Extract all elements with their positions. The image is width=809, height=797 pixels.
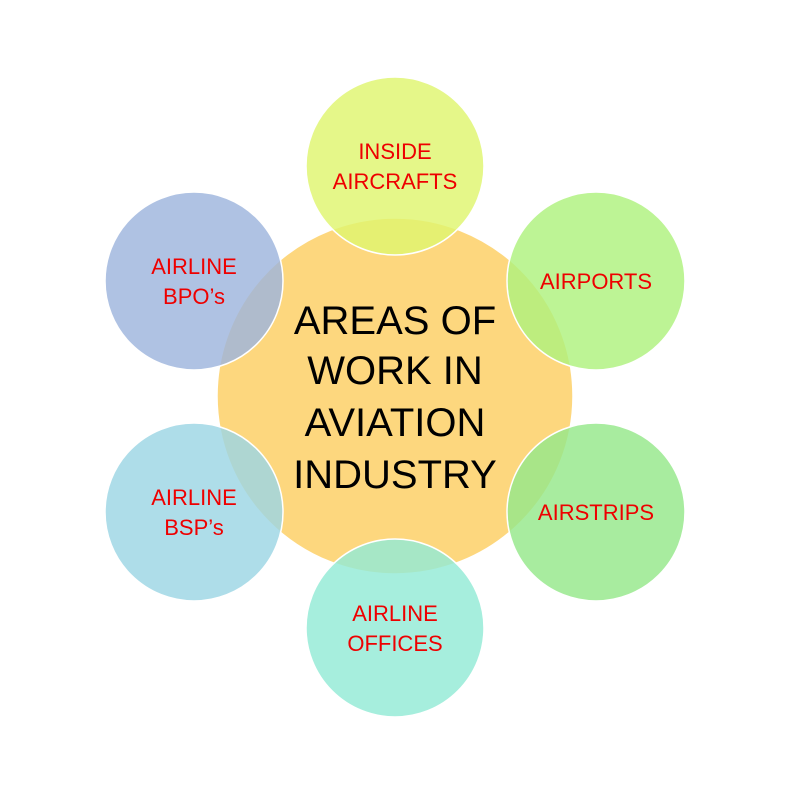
satellite-inside-aircrafts: INSIDE AIRCRAFTS [305,76,485,256]
satellite-label-inside-aircrafts-2: AIRCRAFTS [333,169,458,194]
satellite-circle-airline-bsps [104,422,284,602]
center-label-line-2: WORK IN [307,349,483,393]
satellite-airstrips: AIRSTRIPS [506,422,686,602]
satellite-label-airstrips-1: AIRSTRIPS [538,500,654,525]
satellite-airports: AIRPORTS [506,191,686,371]
center-label-line-4: INDUSTRY [293,453,497,497]
satellite-label-inside-aircrafts-1: INSIDE [358,139,431,164]
satellite-label-airline-offices-1: AIRLINE [352,601,438,626]
satellite-label-airline-bsps-1: AIRLINE [151,485,237,510]
satellite-label-airline-bsps-2: BSP’s [164,515,224,540]
satellite-airline-offices: AIRLINE OFFICES [305,538,485,718]
center-label-line-1: AREAS OF [294,299,496,343]
satellite-circle-inside-aircrafts [305,76,485,256]
satellite-circle-airline-bpos [104,191,284,371]
satellite-airline-bpos: AIRLINE BPO’s [104,191,284,371]
satellite-circle-airports [506,191,686,371]
satellite-circle-airstrips [506,422,686,602]
satellite-label-airline-offices-2: OFFICES [347,631,442,656]
satellite-label-airline-bpos-1: AIRLINE [151,254,237,279]
satellite-airline-bsps: AIRLINE BSP’s [104,422,284,602]
satellite-label-airline-bpos-2: BPO’s [163,284,225,309]
satellite-label-airports-1: AIRPORTS [540,269,652,294]
satellite-layer: INSIDE AIRCRAFTS AIRPORTS AIRSTRIPS AIRLINE O… [104,76,686,718]
center-label-line-3: AVIATION [305,401,486,445]
satellite-circle-airline-offices [305,538,485,718]
center-label: AREAS OF WORK IN AVIATION INDUSTRY [293,299,497,497]
